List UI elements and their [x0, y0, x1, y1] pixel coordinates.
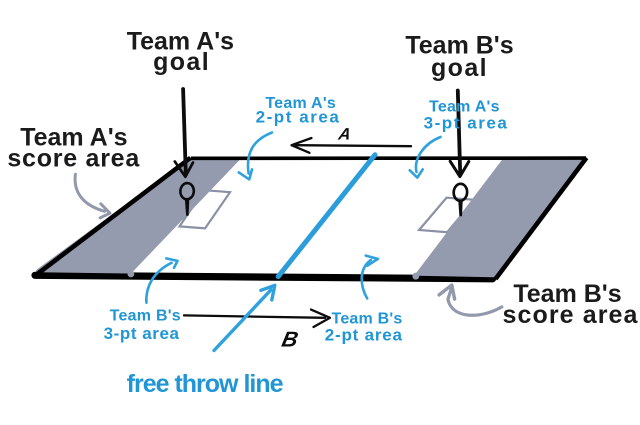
svg-text:free throw line: free throw line: [127, 370, 284, 398]
svg-text:Team A's: Team A's: [20, 124, 127, 152]
svg-text:2-pt area: 2-pt area: [256, 107, 341, 126]
svg-text:3-pt area: 3-pt area: [104, 324, 180, 343]
svg-text:A: A: [336, 125, 352, 144]
svg-text:score area: score area: [502, 301, 638, 329]
svg-text:Team B's: Team B's: [110, 307, 181, 324]
svg-text:Team B's: Team B's: [332, 311, 403, 328]
svg-text:Team B's: Team B's: [513, 280, 621, 308]
svg-text:goal: goal: [153, 48, 210, 76]
svg-text:Team A's: Team A's: [127, 27, 234, 55]
svg-text:B: B: [280, 327, 301, 352]
svg-text:Team A's: Team A's: [265, 95, 336, 112]
svg-text:3-pt area: 3-pt area: [424, 113, 509, 132]
svg-text:score area: score area: [7, 144, 140, 172]
svg-text:2-pt area: 2-pt area: [325, 326, 403, 345]
svg-text:goal: goal: [431, 54, 488, 82]
svg-text:Team B's: Team B's: [405, 31, 513, 59]
svg-text:Team A's: Team A's: [429, 98, 500, 115]
